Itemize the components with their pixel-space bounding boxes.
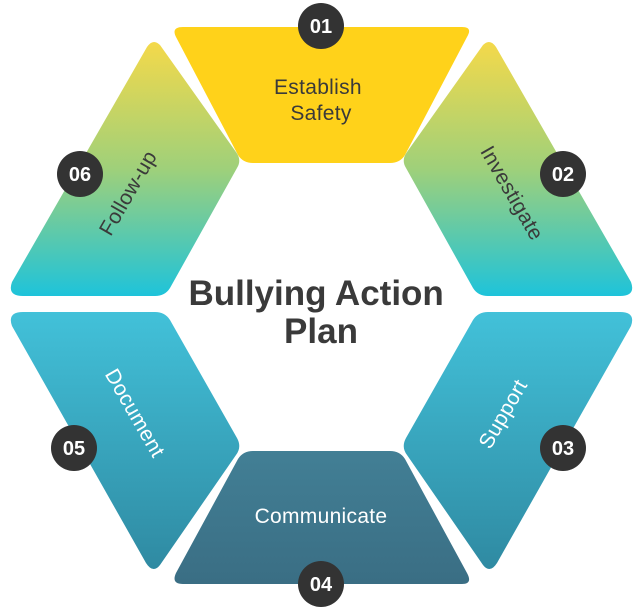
step-03-shape — [403, 312, 633, 570]
step-04-segment: Communicate — [174, 451, 470, 584]
step-04-shape — [174, 451, 470, 584]
step-01-label: Establish Safety — [274, 76, 368, 125]
step-06-badge: 06 — [57, 151, 103, 197]
step-01-shape — [174, 27, 470, 163]
step-02-badge: 02 — [540, 151, 586, 197]
step-03-number: 03 — [552, 438, 574, 460]
step-05-badge: 05 — [51, 425, 97, 471]
diagram-title-line2: Plan — [284, 312, 358, 351]
step-05-segment: Document — [10, 312, 240, 570]
diagram-title: Bullying Action Plan — [188, 274, 453, 351]
step-05-badge-circle — [51, 425, 97, 471]
step-04-badge: 04 — [298, 561, 344, 607]
step-04-label: Communicate — [255, 505, 388, 528]
step-05-shape — [10, 312, 240, 570]
step-01-label-line1: Establish — [274, 76, 362, 99]
step-02-segment: Investigate — [403, 41, 633, 296]
step-06-badge-circle — [57, 151, 103, 197]
diagram-title-line1: Bullying Action — [188, 274, 443, 313]
step-06-segment: Follow-up — [10, 41, 240, 296]
step-04-number: 04 — [310, 574, 333, 596]
step-02-shape — [403, 41, 633, 296]
step-04-label-line1: Communicate — [255, 505, 388, 528]
step-01-segment: Establish Safety — [174, 27, 470, 163]
step-01-label-line2: Safety — [290, 102, 352, 125]
step-05-number: 05 — [63, 438, 85, 460]
step-02-badge-circle — [540, 151, 586, 197]
center-hexagon — [174, 170, 469, 438]
step-03-badge-circle — [540, 425, 586, 471]
step-03-badge: 03 — [540, 425, 586, 471]
step-01-number: 01 — [310, 16, 332, 38]
step-02-number: 02 — [552, 164, 574, 186]
step-01-badge-circle — [298, 3, 344, 49]
step-06-number: 06 — [69, 164, 91, 186]
step-06-shape — [10, 41, 240, 296]
step-01-badge: 01 — [298, 3, 344, 49]
step-04-badge-circle — [298, 561, 344, 607]
step-03-segment: Support — [403, 312, 633, 570]
